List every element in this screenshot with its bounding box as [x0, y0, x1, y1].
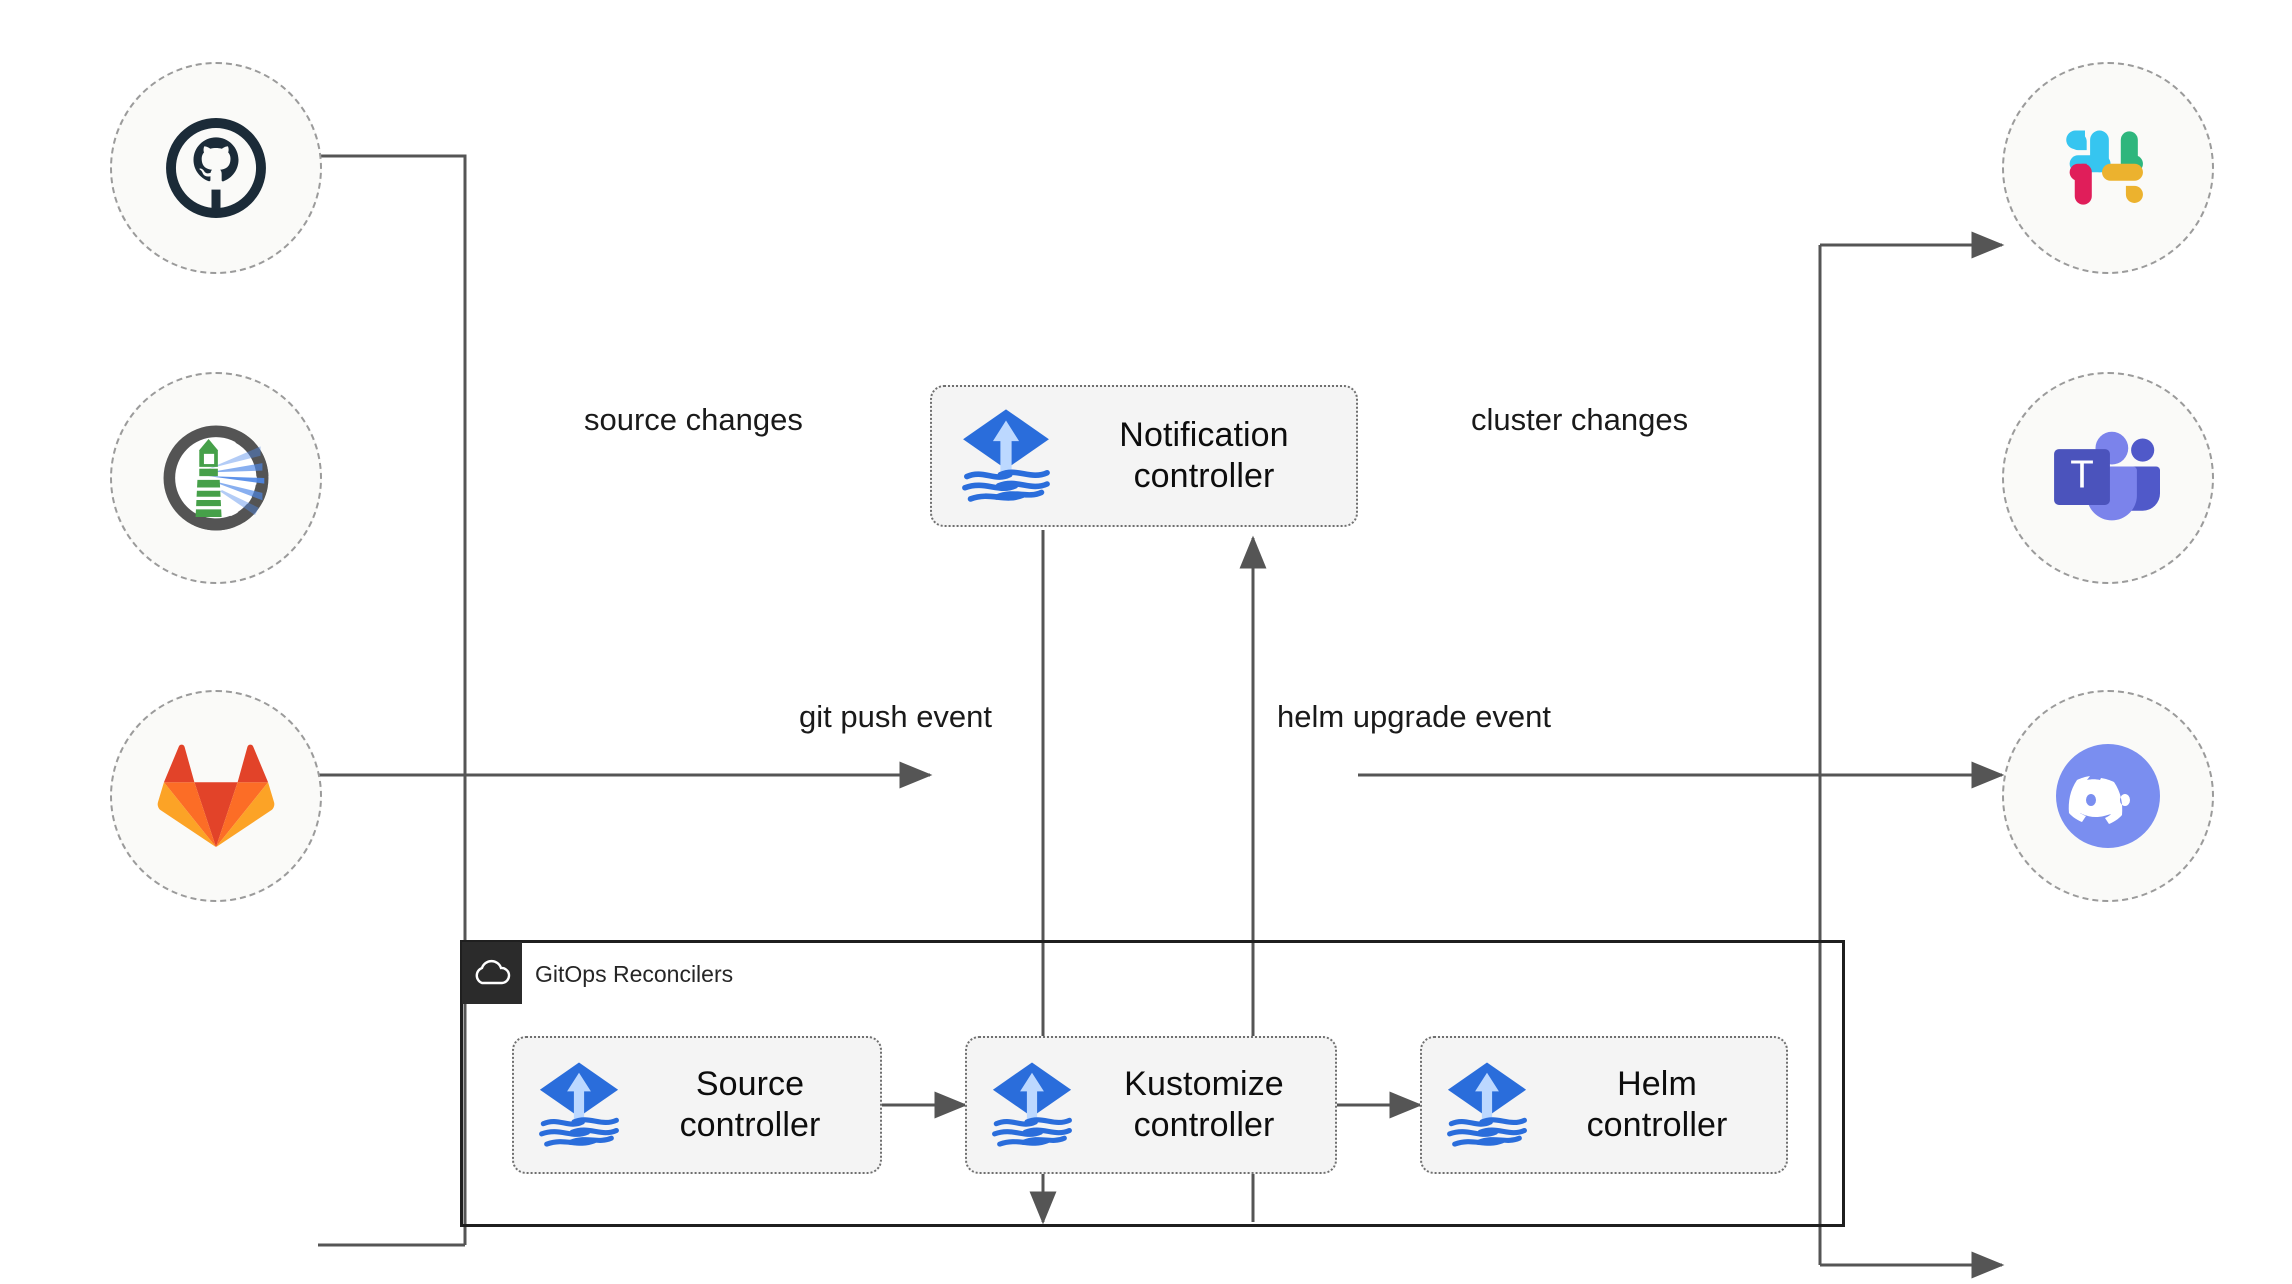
discord-icon [2056, 744, 2160, 848]
edge-label-helm-upgrade-event: helm upgrade event [1268, 697, 1561, 737]
source-node-fluxcd[interactable] [110, 372, 322, 584]
gitlab-icon [157, 744, 275, 848]
github-icon [166, 118, 266, 218]
kustomize-controller-box[interactable]: Kustomize controller [965, 1036, 1337, 1174]
flux-icon [528, 1054, 630, 1156]
helm-controller-label: Helm controller [1586, 1064, 1728, 1144]
flux-icon [1436, 1054, 1538, 1156]
edge-github-to-trunk [318, 154, 467, 775]
source-controller-label: Source controller [679, 1064, 821, 1144]
group-title: GitOps Reconcilers [535, 961, 734, 987]
edge-label-source-changes: source changes [575, 400, 812, 440]
target-node-slack[interactable] [2002, 62, 2214, 274]
flux-lighthouse-icon [163, 425, 269, 531]
gitops-reconcilers-group [460, 940, 1845, 1227]
notification-controller-box[interactable]: Notification controller [930, 385, 1358, 527]
helm-controller-box[interactable]: Helm controller [1420, 1036, 1788, 1174]
source-node-gitlab[interactable] [110, 690, 322, 902]
target-node-teams[interactable]: T [2002, 372, 2214, 584]
target-node-discord[interactable] [2002, 690, 2214, 902]
cloud-icon [462, 942, 522, 1004]
source-node-github[interactable] [110, 62, 322, 274]
svg-text:T: T [2070, 454, 2094, 497]
notification-controller-label: Notification controller [1119, 415, 1289, 495]
slack-icon [2066, 130, 2143, 205]
flux-icon [950, 400, 1062, 512]
kustomize-controller-label: Kustomize controller [1124, 1064, 1284, 1144]
microsoft-teams-icon: T [2054, 431, 2160, 521]
edge-label-git-push-event: git push event [790, 697, 1002, 737]
flux-icon [981, 1054, 1083, 1156]
edge-label-cluster-changes: cluster changes [1462, 400, 1698, 440]
source-controller-box[interactable]: Source controller [512, 1036, 882, 1174]
